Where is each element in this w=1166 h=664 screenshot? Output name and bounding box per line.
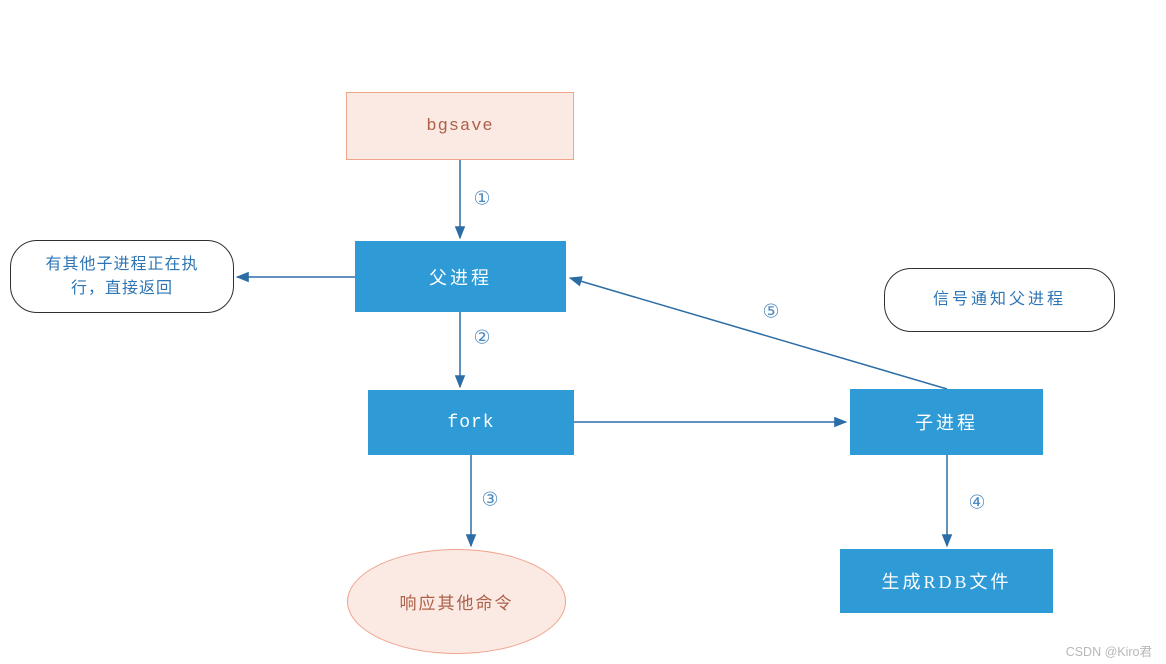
respond-other-commands-ellipse: 响应其他命令 xyxy=(347,549,566,654)
step-4-label: ④ xyxy=(968,491,986,514)
step-1-label: ① xyxy=(473,187,491,210)
bgsave-node: bgsave xyxy=(346,92,574,160)
csdn-watermark: CSDN @Kiro君 xyxy=(1065,645,1152,659)
step-2-label: ② xyxy=(473,326,491,349)
child-process-node: 子进程 xyxy=(850,389,1043,455)
signal-notify-callout: 信号通知父进程 xyxy=(884,268,1115,332)
step-5-label: ⑤ xyxy=(762,300,780,323)
arrow-child-to-parent xyxy=(568,276,948,390)
early-return-text: 有其他子进程正在执 行，直接返回 xyxy=(45,253,198,299)
early-return-line2: 行，直接返回 xyxy=(70,279,173,297)
early-return-line1: 有其他子进程正在执 xyxy=(45,256,199,274)
early-return-callout: 有其他子进程正在执 行，直接返回 xyxy=(10,240,234,313)
step-3-label: ③ xyxy=(481,488,499,511)
fork-node: fork xyxy=(368,390,574,455)
generate-rdb-file-node: 生成RDB文件 xyxy=(840,549,1053,613)
parent-process-node: 父进程 xyxy=(355,241,566,312)
